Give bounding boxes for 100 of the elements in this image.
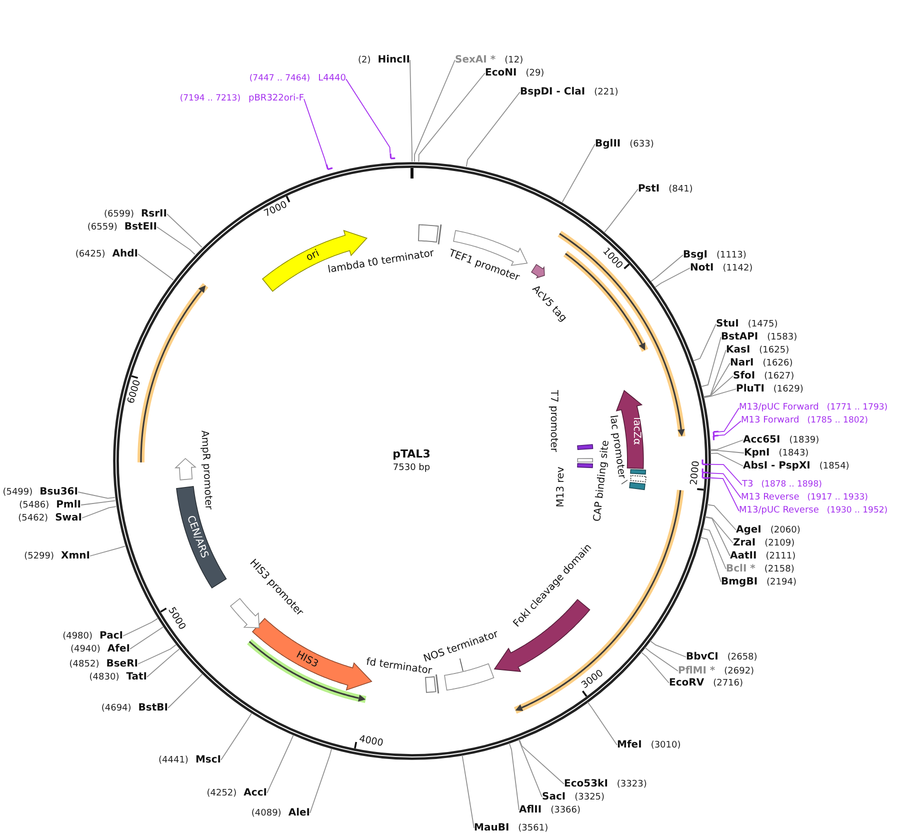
leader-line <box>220 712 252 760</box>
feature-label: ori <box>304 248 322 264</box>
enzyme-name: Bsu36I <box>40 486 78 498</box>
primer-name: T3 <box>742 480 754 490</box>
site-position: (2716) <box>713 678 744 689</box>
enzyme-name: AfeI <box>107 643 130 655</box>
leader-line <box>654 268 690 288</box>
enzyme-name: BseRI <box>106 658 138 670</box>
feature-label: M13 rev <box>555 466 567 508</box>
enzyme-name: AflII <box>519 804 542 816</box>
site-position: (5462) <box>18 513 48 524</box>
enzyme-name: MscI <box>195 754 221 766</box>
enzyme-name: AleI <box>288 807 310 819</box>
leader-line <box>644 647 678 672</box>
leader-line <box>166 214 202 248</box>
leader-line <box>640 652 670 684</box>
enzyme-name: BstEII <box>124 221 157 233</box>
enzyme-name: TatI <box>126 671 147 683</box>
enzyme-name: AbsI - PspXI <box>743 460 810 472</box>
leader-line <box>304 98 327 165</box>
primer-position: (1878 .. 1898) <box>761 480 822 490</box>
primer-name: M13 Reverse <box>741 492 800 503</box>
leader-line <box>414 60 456 162</box>
feature-label: HIS3 <box>294 649 320 671</box>
leader-line <box>122 618 158 636</box>
leader-line <box>266 734 294 794</box>
leader-line <box>82 506 117 518</box>
leader-line <box>703 388 736 398</box>
site-position: (2658) <box>727 652 758 663</box>
leader-line <box>650 640 686 658</box>
site-position: (6599) <box>104 209 134 220</box>
leader-line <box>138 254 174 280</box>
site-position: (633) <box>630 139 654 150</box>
site-position: (5499) <box>2 487 33 498</box>
enzyme-name: Eco53kI <box>564 778 608 790</box>
enzyme-name: NarI <box>730 357 754 369</box>
enzyme-name: AatII <box>730 550 757 562</box>
leader-line <box>718 408 740 432</box>
site-position: (2060) <box>770 525 800 536</box>
enzyme-name: SwaI <box>55 512 82 524</box>
leader-line <box>410 60 412 162</box>
site-position: (3010) <box>650 740 681 751</box>
primer-position: (1771 .. 1793) <box>826 404 888 414</box>
primer-position: (7194 .. 7213) <box>180 94 241 104</box>
site-position: (3366) <box>550 805 581 816</box>
feature-label: lambda t0 terminator <box>327 248 435 276</box>
site-position: (221) <box>594 87 618 98</box>
scale-label: 2000 <box>689 460 702 486</box>
enzyme-name: ZraI <box>733 537 756 549</box>
plasmid-name: pTAL3 <box>392 448 430 461</box>
site-position: (1113) <box>716 250 746 261</box>
primer-name: pBR322ori-F <box>248 94 304 104</box>
site-position: (6425) <box>75 249 106 260</box>
leader-line <box>466 92 520 168</box>
leader-line <box>168 674 203 708</box>
leader-line <box>706 504 736 530</box>
leader-line <box>708 464 742 486</box>
enzyme-name: BmgBI <box>721 576 758 588</box>
scale-label: 7000 <box>263 200 290 220</box>
leader-line <box>518 738 564 784</box>
site-position: (2111) <box>766 551 796 562</box>
site-position: (4940) <box>70 644 100 655</box>
leader-line <box>710 452 744 466</box>
site-position: (4694) <box>101 703 132 714</box>
leader-line <box>710 450 744 454</box>
primer-position: (7447 .. 7464) <box>249 74 310 84</box>
leader-line <box>346 78 391 154</box>
site-position: (3561) <box>518 823 548 834</box>
leader-line <box>146 648 180 678</box>
enzyme-name: AgeI <box>736 524 762 536</box>
enzyme-name: BstAPI <box>721 331 758 343</box>
enzyme-name: NotI <box>690 262 714 274</box>
site-position: (29) <box>526 68 544 79</box>
leader-line <box>156 226 196 255</box>
leader-line <box>650 254 684 282</box>
enzyme-name: SexAI * <box>455 54 496 66</box>
leader-line <box>138 644 176 664</box>
leader-line <box>703 350 726 398</box>
leader-line <box>704 516 734 544</box>
site-position: (1629) <box>773 384 804 395</box>
scale-label: 4000 <box>358 734 384 750</box>
leader-line <box>702 528 726 570</box>
leader-line <box>703 362 730 398</box>
enzyme-name: AhdI <box>112 248 138 260</box>
enzyme-name: HincII <box>378 54 410 66</box>
leader-line <box>562 144 596 203</box>
leader-line <box>704 516 730 556</box>
enzyme-name: BclI * <box>726 563 756 575</box>
site-position: (1627) <box>764 371 794 382</box>
enzyme-name: BspDI - ClaI <box>520 86 586 98</box>
leader-line <box>587 702 618 746</box>
enzyme-name: EcoNI <box>485 67 517 79</box>
feature-label: AmpR promoter <box>198 430 214 510</box>
site-position: (3325) <box>574 792 605 803</box>
site-position: (1583) <box>767 332 798 343</box>
site-position: (841) <box>668 184 693 195</box>
leader-line <box>692 324 716 362</box>
feature-label: T7 promoter <box>547 390 559 452</box>
site-position: (4980) <box>62 631 93 642</box>
site-position: (2158) <box>764 564 794 575</box>
